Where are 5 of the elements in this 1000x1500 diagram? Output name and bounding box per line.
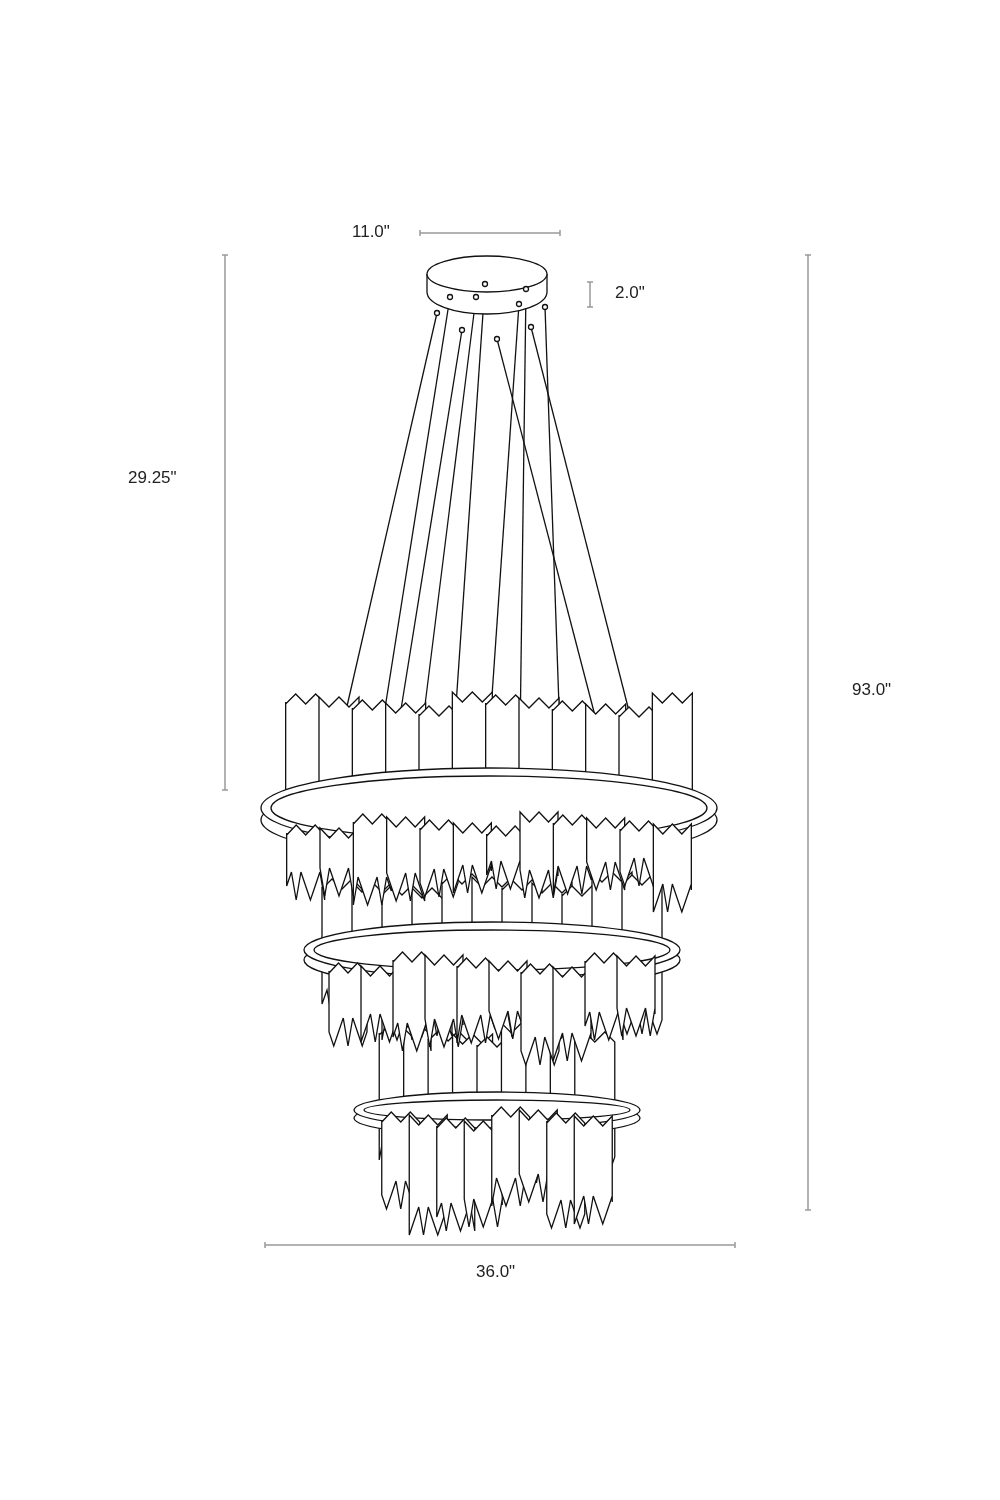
dimension-label: 29.25" xyxy=(128,468,177,488)
dimension-label: 11.0" xyxy=(352,222,390,242)
dimension-label: 93.0" xyxy=(852,680,892,700)
dimension-label: 2.0" xyxy=(615,283,645,303)
dimension-label: 36.0" xyxy=(476,1262,516,1282)
